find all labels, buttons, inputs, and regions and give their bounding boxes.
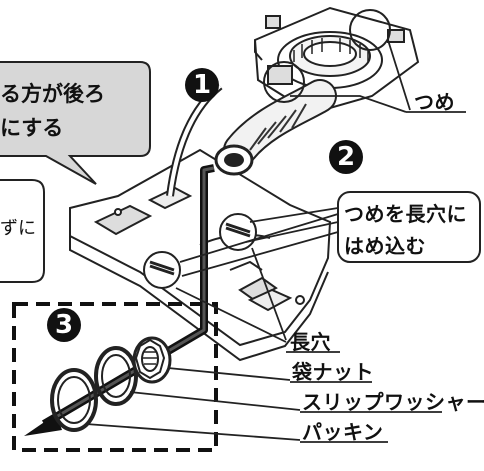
callout-line-1: る方が後ろ: [0, 82, 105, 106]
step-3-badge: 3: [47, 308, 81, 342]
note-box: [0, 179, 45, 283]
label-fukuronut: 袋ナット: [292, 360, 374, 384]
upper-bracket: [253, 6, 420, 110]
step3-dashed-box: [12, 302, 218, 452]
leader-lines: [85, 39, 411, 441]
label-packing: パッキン: [302, 420, 384, 444]
step-2-badge: 2: [329, 140, 363, 174]
label-insert-line-2: はめ込む: [344, 234, 426, 258]
label-nagaana: 長穴: [290, 330, 331, 354]
packing-ring: [50, 368, 98, 432]
drain-hose: [214, 79, 337, 176]
callout-line-2: にする: [0, 116, 64, 140]
step3-arrow: [24, 164, 215, 436]
cap-nut: [132, 336, 172, 384]
label-slip-washer: スリップワッシャー: [302, 390, 484, 414]
magnifier-top: [263, 9, 391, 103]
slip-washer: [94, 346, 138, 406]
note-text: ずに: [0, 218, 36, 239]
label-underlines: [286, 111, 466, 443]
label-tsume: つめ: [414, 90, 455, 114]
magnifier-slots: [143, 213, 257, 289]
label-insert-line-1: つめを長穴に: [344, 202, 467, 226]
insert-label-box: [337, 191, 481, 263]
step-1-badge: 1: [185, 68, 219, 102]
callout-bubble: [0, 61, 151, 185]
